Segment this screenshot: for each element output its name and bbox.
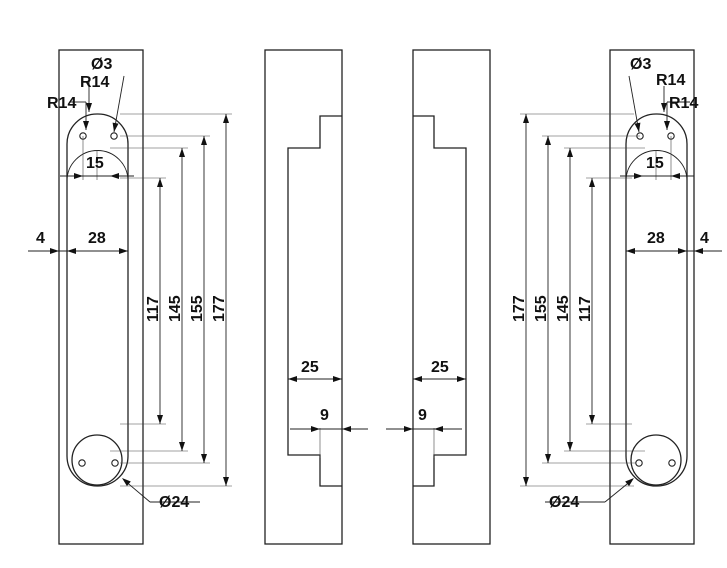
right-radius-a-label: R14 [656, 72, 685, 89]
left-boss-circle [71, 434, 123, 486]
right-dim-145-line [567, 148, 573, 451]
right-pin-hole [635, 459, 643, 467]
right-side-panel [412, 49, 491, 545]
right-edge-label: 4 [700, 230, 709, 247]
left-top-arc [66, 150, 129, 182]
left-radius-b-label: R14 [47, 95, 76, 112]
left-dim-145-label: 145 [167, 295, 184, 322]
left-pin-hole [111, 459, 119, 467]
left-dim-177-label: 177 [211, 295, 228, 322]
left-side-dim-9-line [290, 426, 368, 432]
right-dim-15-line [620, 173, 694, 179]
left-dim-145-line [179, 148, 185, 451]
right-dim-4-28-line [626, 248, 722, 254]
left-front-view: Ø3 R14 R14 15 4 28 117 145 155 177 Ø24 [28, 49, 232, 545]
right-front-view: Ø3 R14 R14 15 4 28 117 145 155 177 Ø24 [511, 49, 722, 545]
right-dim-117-label: 117 [577, 296, 594, 322]
right-pin-hole [668, 459, 676, 467]
left-side-panel [264, 49, 343, 545]
left-leaders [70, 75, 200, 503]
left-side-section: 25 9 [264, 49, 368, 545]
right-top-arc [625, 150, 688, 182]
left-hole-dia-label: Ø3 [91, 56, 112, 73]
right-pitch-label: 15 [646, 155, 664, 172]
right-radius-b-label: R14 [669, 95, 698, 112]
right-hole-dia-label: Ø3 [630, 56, 651, 73]
left-edge-label: 4 [36, 230, 45, 247]
right-side-depth-label: 25 [431, 359, 449, 376]
left-door-panel [58, 49, 144, 545]
left-dim-4-28-line [28, 248, 128, 254]
right-dim-155-label: 155 [533, 295, 550, 322]
left-side-step-label: 9 [320, 407, 329, 424]
right-dim-177-label: 177 [511, 295, 528, 322]
left-side-profile [287, 115, 342, 487]
left-dim-117-line [157, 178, 163, 424]
right-side-profile [413, 115, 467, 487]
right-dim-117-line [589, 178, 595, 424]
left-dim-15-line [60, 173, 134, 179]
right-dim-145-label: 145 [555, 295, 572, 322]
right-side-dim-9-line [386, 426, 462, 432]
left-dim-177-line [223, 114, 229, 486]
left-hinge-body [66, 113, 129, 487]
right-hinge-body [625, 113, 688, 487]
left-width-label: 28 [88, 230, 106, 247]
right-dim-177-line [523, 114, 529, 486]
right-leaders [545, 75, 690, 503]
left-side-depth-label: 25 [301, 359, 319, 376]
left-pin-hole [78, 459, 86, 467]
right-side-dim-25-line [413, 376, 466, 382]
left-radius-a-label: R14 [80, 74, 109, 91]
left-boss-dia-label: Ø24 [159, 494, 189, 511]
right-width-label: 28 [647, 230, 665, 247]
right-dim-155-line [545, 136, 551, 463]
left-dim-117-label: 117 [145, 296, 162, 322]
left-dim-155-line [201, 136, 207, 463]
left-pin-hole [110, 132, 118, 140]
right-boss-circle [630, 434, 682, 486]
left-side-dim-25-line [288, 376, 342, 382]
left-dim-155-label: 155 [189, 295, 206, 322]
right-side-section: 25 9 [386, 49, 491, 545]
right-boss-dia-label: Ø24 [549, 494, 579, 511]
right-door-panel [609, 49, 695, 545]
right-side-step-label: 9 [418, 407, 427, 424]
left-pitch-label: 15 [86, 155, 104, 172]
